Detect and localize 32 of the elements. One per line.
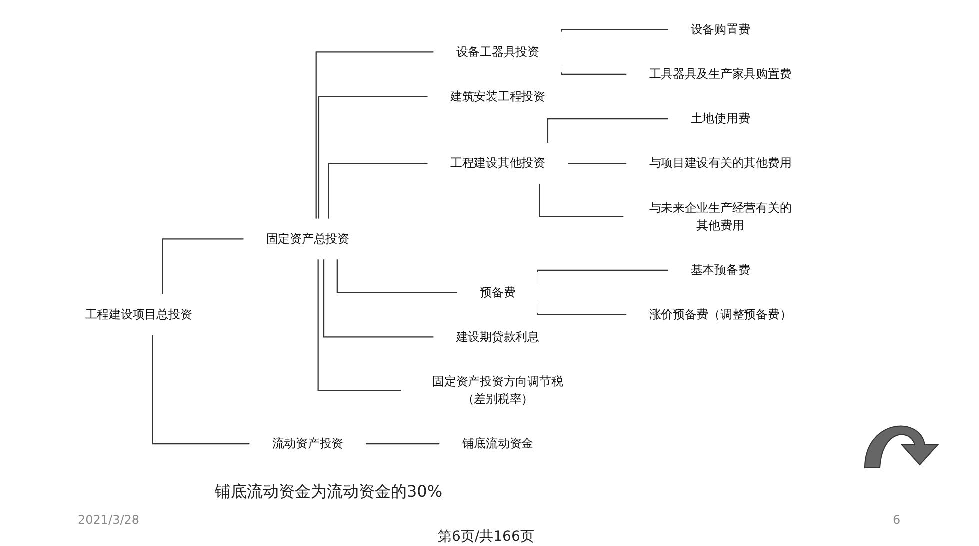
connector <box>152 334 250 445</box>
connector <box>547 118 669 144</box>
node-text: 涨价预备费（调整预备费） <box>649 307 792 322</box>
node-text: 设备工器具投资 <box>456 44 540 59</box>
connector <box>323 259 434 338</box>
connector <box>336 259 458 294</box>
connector <box>539 184 624 218</box>
node-text: 铺底流动资金 <box>462 436 534 451</box>
node-text: 工程建设其他投资 <box>450 156 546 170</box>
node-text: 与项目建设有关的其他费用 <box>649 156 792 170</box>
connector <box>162 238 244 295</box>
node-text: 基本预备费 <box>690 262 750 278</box>
connector <box>318 259 402 392</box>
connector <box>567 162 627 164</box>
connector <box>365 443 440 445</box>
slide-number: 6 <box>893 513 901 527</box>
connector <box>316 52 434 220</box>
node-text: 设备购置费 <box>690 22 750 37</box>
connector <box>318 96 428 220</box>
node-text: 建设期贷款利息 <box>456 330 540 344</box>
node-text: 土地使用费 <box>690 112 750 126</box>
connector <box>328 162 428 220</box>
node-text: 流动资产投资 <box>272 436 344 451</box>
date-text: 2021/3/28 <box>78 513 140 527</box>
node-text: 建筑安装工程投资 <box>450 89 546 104</box>
note-text: 铺底流动资金为流动资金的30% <box>215 482 443 503</box>
node-text: 与未来企业生产经营有关的其他费用 <box>649 200 792 233</box>
node-text: 工具器具及生产家具购置费 <box>649 67 792 82</box>
node-text: 固定资产总投资 <box>266 232 350 246</box>
node-text: 工程建设项目总投资 <box>85 307 192 322</box>
page-footer: 第6页/共166页 <box>438 528 534 546</box>
node-text: 固定资产投资方向调节税（差别税率） <box>432 374 564 406</box>
